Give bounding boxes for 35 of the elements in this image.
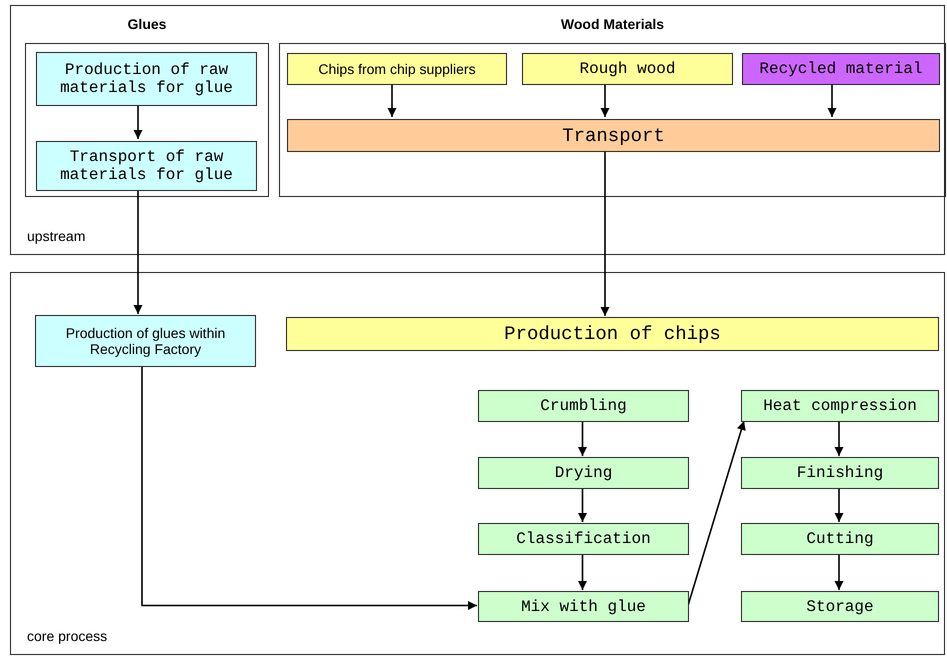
arrow (834, 421, 844, 456)
arrow (600, 83, 610, 117)
process-box: Crumbling (478, 390, 689, 422)
arrow (578, 488, 587, 522)
process-box: Heat compression (741, 390, 939, 422)
process-box: Recycled material (742, 53, 940, 85)
arrow (141, 366, 477, 610)
process-box: Mix with glue (478, 591, 689, 622)
group-heading: Glues (126, 16, 168, 32)
arrow (134, 189, 142, 314)
process-box: Storage (741, 591, 939, 622)
stage-frame (10, 272, 945, 655)
stage-label: upstream (27, 228, 86, 244)
arrow (600, 150, 610, 316)
process-box: Production of raw materials for glue (36, 52, 257, 106)
process-box: Finishing (741, 457, 939, 489)
process-box: Classification (478, 523, 689, 555)
arrow (134, 104, 142, 139)
arrow (834, 554, 844, 590)
arrow (578, 554, 587, 590)
arrow (388, 83, 396, 117)
stage-label: core process (27, 628, 108, 644)
arrow (578, 421, 587, 456)
process-box: Transport of raw materials for glue (36, 141, 257, 191)
process-box: Rough wood (522, 53, 733, 85)
process-box: Production of glues within Recycling Factory (35, 315, 256, 367)
group-heading: Wood Materials (560, 16, 666, 32)
process-box: Transport (287, 119, 940, 152)
arrow (828, 83, 836, 117)
process-box: Drying (478, 457, 689, 489)
stage-frame (10, 5, 945, 255)
process-box: Chips from chip suppliers (287, 53, 507, 85)
arrow (834, 488, 844, 522)
process-box: Production of chips (286, 317, 939, 351)
process-box: Cutting (741, 523, 939, 555)
